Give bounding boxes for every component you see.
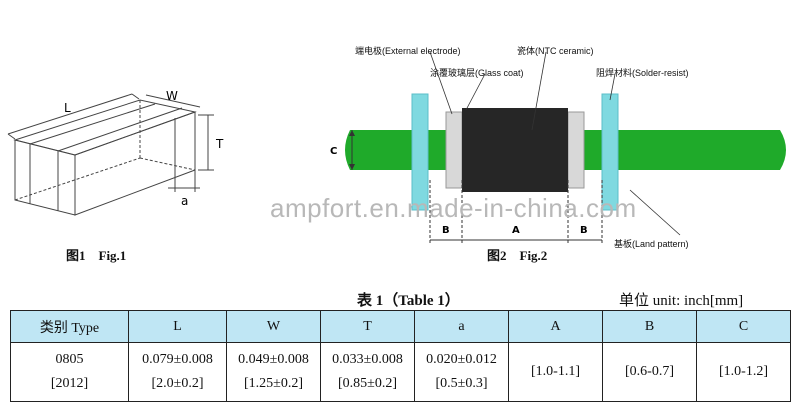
dim-b-left-label: B [442, 225, 450, 236]
cell-a-small: 0.020±0.012[0.5±0.3] [414, 342, 509, 402]
dim-a-label: A [512, 225, 520, 236]
unit-label: 单位 unit: inch[mm] [619, 293, 744, 309]
cell-type: 0805[2012] [10, 342, 129, 402]
external-electrode-label: 端电极(External electrode) [355, 46, 461, 56]
figure2-caption: 图2 Fig.2 [487, 248, 548, 263]
header-b: B [602, 310, 697, 343]
electrode-right [567, 111, 585, 189]
cell-c: [1.0-1.2] [696, 342, 791, 402]
figure1-caption: 图1 Fig.1 [66, 248, 127, 263]
cell-b: [0.6-0.7] [602, 342, 697, 402]
table-title: 表 1（Table 1） [357, 293, 460, 309]
cell-w: 0.049±0.008[1.25±0.2] [226, 342, 321, 402]
watermark: ampfort.en.made-in-china.com [270, 193, 637, 223]
dim-b-right-label: B [580, 225, 588, 236]
cell-t: 0.033±0.008[0.85±0.2] [320, 342, 415, 402]
dim-a-label: a [181, 194, 188, 208]
solder-resist-label: 阻焊材料(Solder-resist) [596, 68, 689, 78]
dim-c-label: C [330, 146, 337, 157]
land-pattern-right [665, 130, 786, 170]
cell-a: [1.0-1.1] [508, 342, 603, 402]
table-row: 0805[2012] 0.079±0.008[2.0±0.2] 0.049±0.… [10, 342, 791, 402]
header-type: 类别 Type [10, 310, 129, 343]
ntc-ceramic-label: 瓷体(NTC ceramic) [517, 46, 594, 56]
header-a: A [508, 310, 603, 343]
glass-coat-label: 涂覆玻璃层(Glass coat) [430, 68, 524, 78]
dim-t-label: T [215, 137, 224, 151]
table-header-row: 类别 Type L W T a A B C [10, 310, 791, 343]
land-pattern-left [345, 130, 430, 170]
mounting-diagram: C B A B [330, 51, 786, 245]
chip-outline-drawing: L W T a [7, 89, 224, 216]
header-t: T [320, 310, 415, 343]
cell-l: 0.079±0.008[2.0±0.2] [128, 342, 227, 402]
header-w: W [226, 310, 321, 343]
dim-l-label: L [64, 101, 71, 115]
header-c: C [696, 310, 791, 343]
land-pattern-label: 基板(Land pattern) [614, 239, 689, 249]
dimension-table: 类别 Type L W T a A B C 0805[2012] 0.079±0… [10, 310, 791, 402]
solder-resist-right [601, 93, 619, 211]
solder-resist-left [411, 93, 429, 211]
header-a-small: a [414, 310, 509, 343]
header-l: L [128, 310, 227, 343]
dim-w-label: W [166, 89, 178, 103]
ntc-ceramic-body [462, 108, 568, 192]
electrode-left [445, 111, 463, 189]
